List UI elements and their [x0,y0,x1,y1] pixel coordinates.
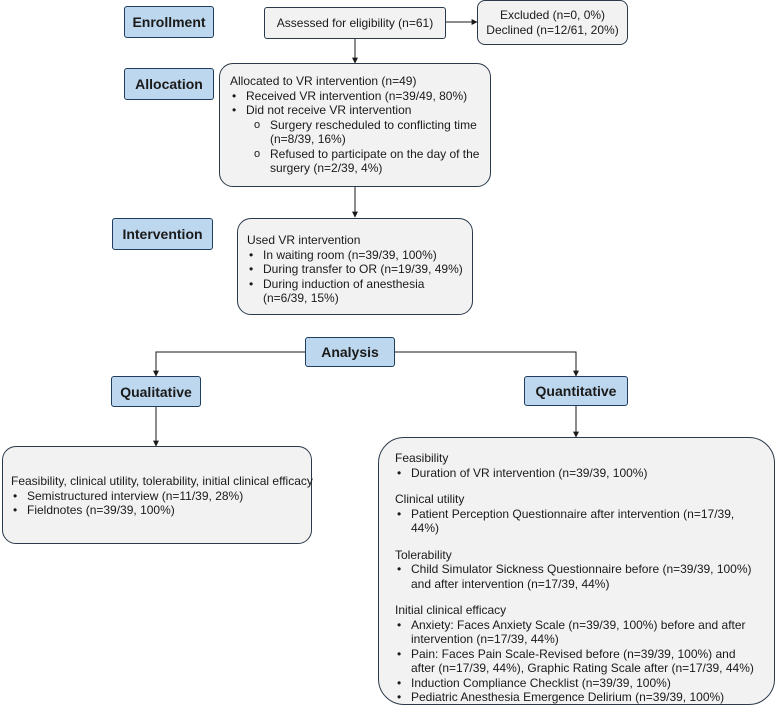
intervention-list: In waiting room (n=39/39, 100%) During t… [247,248,464,306]
list-item: Did not receive VR intervention [230,103,482,118]
qualitative-list: Semistructured interview (n=11/39, 28%) … [11,489,307,518]
list-item: Received VR intervention (n=39/49, 80%) [230,89,482,104]
stage-label-intervention: Intervention [112,218,213,250]
list-item: In waiting room (n=39/39, 100%) [247,248,464,263]
stage-label-allocation: Allocation [124,68,214,100]
stage-label-enrollment: Enrollment [124,6,214,38]
list-item: Anxiety: Faces Anxiety Scale (n=39/39, 1… [395,618,754,647]
stage-label-analysis: Analysis [305,337,395,367]
list-item: During transfer to OR (n=19/39, 49%) [247,262,464,277]
section-heading-initial-clinical-efficacy: Initial clinical efficacy [395,603,507,617]
arrow-analysis-to-qualitative [153,351,305,377]
feasibility-list: Duration of VR intervention (n=39/39, 10… [395,466,754,481]
list-item: During induction of anesthesia (n=6/39, … [247,277,464,306]
allocation-box: Allocated to VR intervention (n=49) Rece… [219,63,491,187]
initial-clinical-efficacy-list: Anxiety: Faces Anxiety Scale (n=39/39, 1… [395,618,754,705]
list-item: Child Simulator Sickness Questionnaire b… [395,562,754,591]
list-item: Duration of VR intervention (n=39/39, 10… [395,466,754,481]
declined-text: Declined (n=12/61, 20%) [486,22,619,37]
section-heading-tolerability: Tolerability [395,547,452,562]
excluded-box: Excluded (n=0, 0%) Declined (n=12/61, 20… [477,0,628,45]
list-item: Pediatric Anesthesia Emergence Delirium … [395,690,754,705]
list-item: Patient Perception Questionnaire after i… [395,507,754,536]
stage-label-quantitative: Quantitative [524,376,628,406]
intervention-box: Used VR intervention In waiting room (n=… [237,218,473,315]
clinical-utility-list: Patient Perception Questionnaire after i… [395,507,754,536]
eligibility-box: Assessed for eligibility (n=61) [264,7,446,39]
allocation-list: Received VR intervention (n=39/49, 80%) … [230,89,482,176]
list-item: Surgery rescheduled to conflicting time … [230,118,482,147]
excluded-text: Excluded (n=0, 0%) [499,8,606,22]
quantitative-box: Feasibility Duration of VR intervention … [378,437,775,705]
allocation-title: Allocated to VR intervention (n=49) [230,74,417,88]
stage-label-qualitative: Qualitative [111,376,201,407]
list-item: Induction Compliance Checklist (n=39/39,… [395,676,754,691]
section-heading-feasibility: Feasibility [395,451,449,465]
arrow-analysis-to-quantitative [395,351,579,377]
tolerability-list: Child Simulator Sickness Questionnaire b… [395,562,754,591]
list-item: Refused to participate on the day of the… [230,147,482,176]
section-heading-clinical-utility: Clinical utility [395,492,465,506]
qualitative-box: Feasibility, clinical utility, tolerabil… [2,446,313,544]
list-item: Pain: Faces Pain Scale-Revised before (n… [395,647,754,676]
list-item: Semistructured interview (n=11/39, 28%) [11,489,307,504]
eligibility-text: Assessed for eligibility (n=61) [276,15,434,30]
intervention-title: Used VR intervention [247,233,361,247]
list-item: Fieldnotes (n=39/39, 100%) [11,503,307,518]
qualitative-title: Feasibility, clinical utility, tolerabil… [11,474,313,488]
